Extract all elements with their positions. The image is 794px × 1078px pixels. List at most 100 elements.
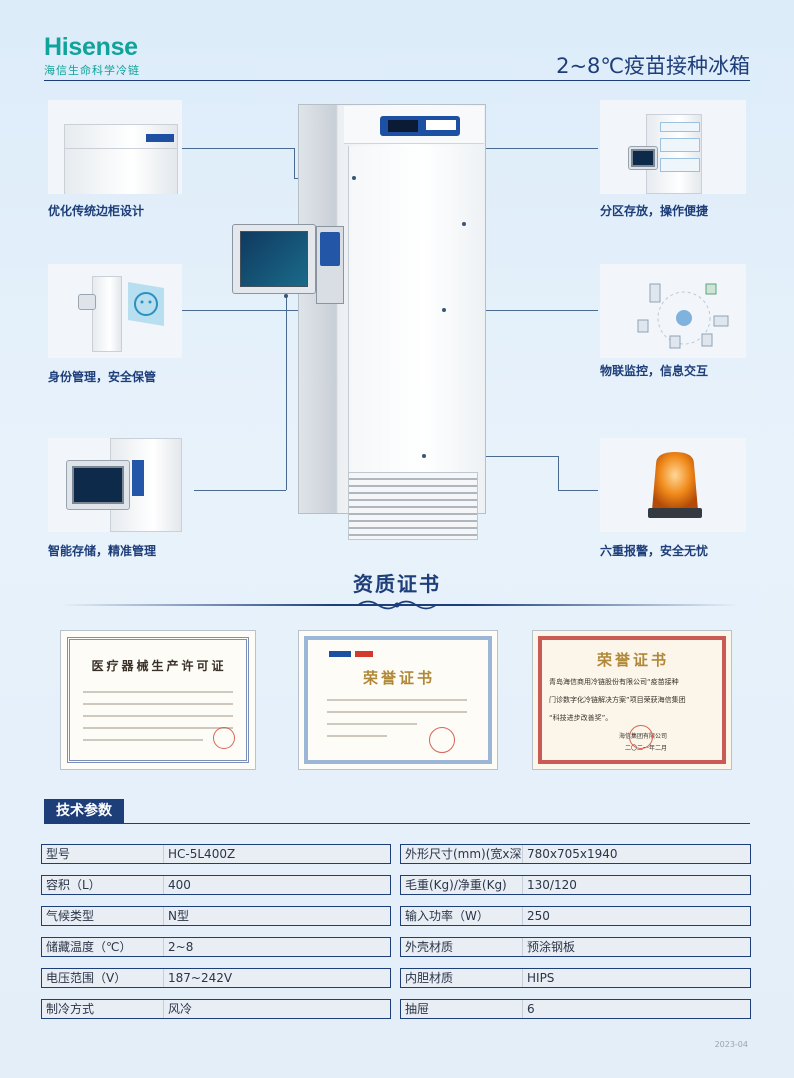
spec-row: 制冷方式风冷 xyxy=(41,999,391,1019)
drawer-icon xyxy=(660,138,700,152)
feature-panel-cabinet xyxy=(48,100,182,194)
feature-label-5: 物联监控，信息交互 xyxy=(600,364,709,378)
mini-fridge-icon xyxy=(92,276,122,352)
drawer-icon xyxy=(660,158,700,172)
callout-dot xyxy=(422,454,426,458)
fridge-door xyxy=(348,146,484,472)
feature-label-2: 身份管理，安全保管 xyxy=(48,370,157,384)
cert-border xyxy=(67,637,249,763)
cert-border xyxy=(538,636,726,764)
leader-line xyxy=(558,490,598,491)
spec-value: HIPS xyxy=(523,969,750,987)
callout-dot xyxy=(442,308,446,312)
spec-label: 毛重(Kg)/净重(Kg) xyxy=(401,876,523,894)
terminal-screen-icon xyxy=(240,231,308,287)
feature-panel-drawers xyxy=(600,100,746,194)
leader-line xyxy=(558,456,559,490)
cert-body-line-1: 青岛海信商用冷链股份有限公司“疫苗接种 xyxy=(549,678,679,686)
alarm-beacon-icon xyxy=(648,452,702,518)
spec-label: 气候类型 xyxy=(42,907,164,925)
cert-body-line-3: “科技进步改善奖”。 xyxy=(549,714,613,722)
cert-honor-1: 荣誉证书 xyxy=(298,630,498,770)
cert-text-line xyxy=(83,715,233,717)
lock-module-icon xyxy=(132,460,144,496)
leader-line xyxy=(286,296,287,490)
fridge-badge-icon xyxy=(426,120,456,130)
spec-row: 电压范围（V）187~242V xyxy=(41,968,391,988)
spec-value: N型 xyxy=(164,907,390,925)
leader-line xyxy=(424,456,558,457)
brand-name: Hisense xyxy=(44,33,138,61)
feature-panel-alarm xyxy=(600,438,746,532)
page-title: 2~8℃疫苗接种冰箱 xyxy=(556,54,750,78)
feature-label-1: 优化传统边柜设计 xyxy=(48,204,145,218)
cert-heading: 荣誉证书 xyxy=(362,669,435,687)
feature-panel-iot xyxy=(600,264,746,358)
cabinet-seam xyxy=(64,148,178,149)
lock-keypad-icon xyxy=(320,232,340,266)
cert-text-line xyxy=(83,727,233,729)
spec-label: 储藏温度（℃） xyxy=(42,938,164,956)
spec-label: 容积（L） xyxy=(42,876,164,894)
spec-row: 储藏温度（℃）2~8 xyxy=(41,937,391,957)
spec-value: 风冷 xyxy=(164,1000,390,1018)
spec-label: 输入功率（W） xyxy=(401,907,523,925)
leader-line xyxy=(294,148,295,178)
spec-label: 外壳材质 xyxy=(401,938,523,956)
spec-value: 250 xyxy=(523,907,750,925)
cert-text-line xyxy=(327,699,467,701)
spec-row: 容积（L）400 xyxy=(41,875,391,895)
spec-label: 型号 xyxy=(42,845,164,863)
feature-panel-touchscreen xyxy=(48,438,182,532)
seal-icon xyxy=(629,725,653,749)
fridge-vent-grille xyxy=(348,472,478,540)
spec-label: 电压范围（V） xyxy=(42,969,164,987)
callout-dot xyxy=(284,294,288,298)
iot-network-icon xyxy=(637,283,729,349)
cabinet-display-icon xyxy=(146,134,174,142)
cert-honor-2: 荣誉证书 青岛海信商用冷链股份有限公司“疫苗接种 门诊数字化冷链解决方案”项目荣… xyxy=(532,630,732,770)
temperature-display-icon xyxy=(388,120,418,132)
cert-date: 二〇二一年二月 xyxy=(625,745,668,752)
leader-line xyxy=(444,310,598,311)
hisense-logo: Hisense 海信生命科学冷链 xyxy=(44,34,140,78)
cert-body-line-2: 门诊数字化冷链解决方案”项目荣获海信集团 xyxy=(549,696,686,704)
feature-label-6: 六重报警，安全无忧 xyxy=(600,544,709,558)
feature-panel-face-id xyxy=(48,264,182,358)
spec-label: 制冷方式 xyxy=(42,1000,164,1018)
cert-border xyxy=(304,636,492,764)
spec-row: 输入功率（W）250 xyxy=(400,906,751,926)
mini-screen-icon xyxy=(631,149,655,167)
spec-value: 预涂钢板 xyxy=(523,938,750,956)
feature-label-3: 智能存储，精准管理 xyxy=(48,544,157,558)
spec-value: 130/120 xyxy=(523,876,750,894)
spec-value: HC-5L400Z xyxy=(164,845,390,863)
spec-label: 外形尺寸(mm)(宽x深x高) xyxy=(401,845,523,863)
cert-text-line xyxy=(83,739,203,741)
spec-value: 780x705x1940 xyxy=(523,845,750,863)
cert-heading: 医疗器械生产许可证 xyxy=(91,659,227,673)
seal-icon xyxy=(429,727,455,753)
mini-tablet-icon xyxy=(78,294,96,310)
face-id-icon xyxy=(128,282,164,326)
cert-text-line xyxy=(327,735,387,737)
cert-text-line xyxy=(327,723,417,725)
drawer-icon xyxy=(660,122,700,132)
leader-line xyxy=(182,148,294,149)
touchscreen-display-icon xyxy=(72,466,124,504)
feature-label-4: 分区存放，操作便捷 xyxy=(600,204,709,218)
cert-text-line xyxy=(327,711,467,713)
specs-divider xyxy=(44,823,750,824)
specs-right-column: 外形尺寸(mm)(宽x深x高)780x705x1940 毛重(Kg)/净重(Kg… xyxy=(400,844,751,1019)
footer-date: 2023-04 xyxy=(714,1040,748,1049)
spec-value: 6 xyxy=(523,1000,750,1018)
spec-row: 外形尺寸(mm)(宽x深x高)780x705x1940 xyxy=(400,844,751,864)
cert-logo-icon xyxy=(329,651,351,657)
cert-text-line xyxy=(83,691,233,693)
spec-label: 抽屉 xyxy=(401,1000,523,1018)
spec-value: 187~242V xyxy=(164,969,390,987)
certificates-title: 资质证书 xyxy=(353,572,441,596)
